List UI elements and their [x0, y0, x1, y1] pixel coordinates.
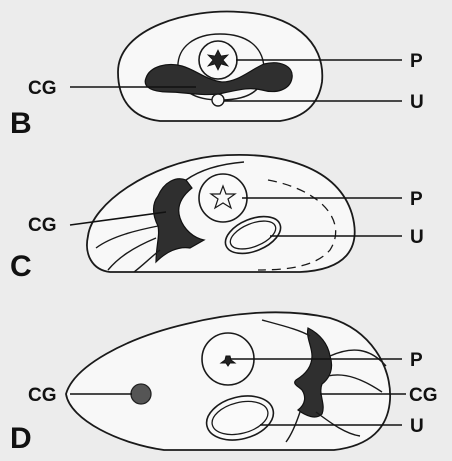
panel-d-letter: D [10, 422, 32, 455]
panel-d-p-label: P [410, 350, 423, 371]
panel-b-letter: B [10, 107, 32, 140]
panel-d-cg-right-label: CG [409, 385, 438, 406]
panel-d-cg-left-circle [131, 384, 151, 404]
panel-c-p-label: P [410, 189, 423, 210]
panel-b-u-label: U [410, 92, 424, 113]
panel-b-cg-label: CG [28, 78, 57, 99]
panel-c-letter: C [10, 250, 32, 283]
panel-c-u-label: U [410, 227, 424, 248]
panel-d-cg-left-label: CG [28, 385, 57, 406]
panel-d-u-label: U [410, 416, 424, 437]
panel-b: CG P U B [10, 12, 424, 141]
panel-b-uterus-circle [212, 94, 224, 106]
panel-b-p-label: P [410, 51, 423, 72]
panel-d: CG P CG U D [10, 312, 438, 455]
panel-c-cg-label: CG [28, 215, 57, 236]
panel-c: CG P U C [10, 155, 424, 283]
